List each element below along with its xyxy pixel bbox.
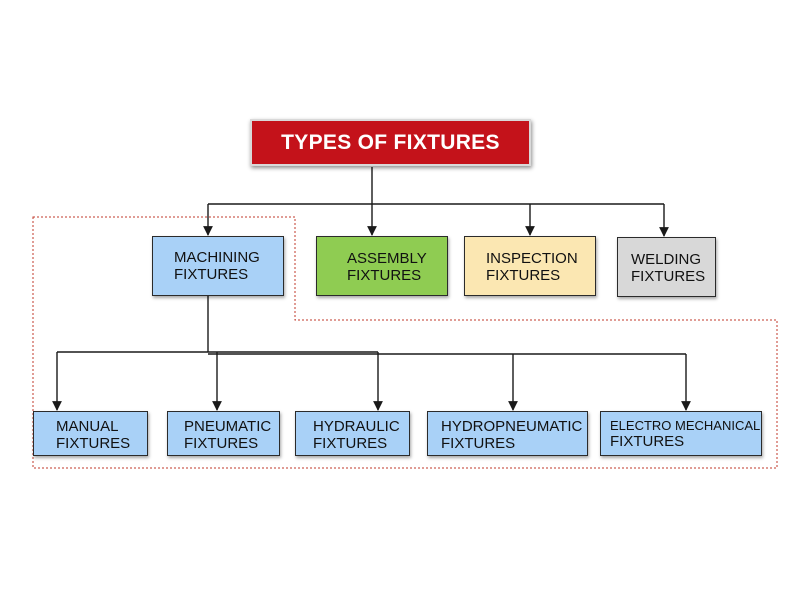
electro-mechanical-fixtures-box: ELECTRO MECHANICAL FIXTURES <box>600 411 762 456</box>
welding-fixtures-line2: FIXTURES <box>631 268 706 285</box>
hydropneumatic-fixtures-line1: HYDROPNEUMATIC <box>441 418 583 435</box>
inspection-fixtures-line1: INSPECTION <box>486 250 578 267</box>
electro-mechanical-fixtures-line2: FIXTURES <box>610 433 685 450</box>
pneumatic-fixtures-line1: PNEUMATIC <box>184 418 272 435</box>
manual-fixtures-line2: FIXTURES <box>56 435 131 452</box>
assembly-fixtures-line2: FIXTURES <box>347 267 422 284</box>
hydropneumatic-fixtures-box: HYDROPNEUMATIC FIXTURES <box>427 411 588 456</box>
hydropneumatic-fixtures-line2: FIXTURES <box>441 435 516 452</box>
hydraulic-fixtures-box: HYDRAULIC FIXTURES <box>295 411 410 456</box>
machining-group-outline <box>32 216 778 469</box>
inspection-fixtures-line2: FIXTURES <box>486 267 561 284</box>
electro-mechanical-fixtures-line1: ELECTRO MECHANICAL <box>610 418 761 433</box>
hydraulic-fixtures-line1: HYDRAULIC <box>313 418 400 435</box>
machining-fixtures-box: MACHINING FIXTURES <box>152 236 284 296</box>
welding-fixtures-line1: WELDING <box>631 251 702 268</box>
hydraulic-fixtures-line2: FIXTURES <box>313 435 388 452</box>
machining-fixtures-line1: MACHINING <box>174 249 260 266</box>
machining-fixtures-line2: FIXTURES <box>174 266 249 283</box>
diagram-title: TYPES OF FIXTURES <box>250 119 531 166</box>
pneumatic-fixtures-box: PNEUMATIC FIXTURES <box>167 411 280 456</box>
pneumatic-fixtures-line2: FIXTURES <box>184 435 259 452</box>
manual-fixtures-line1: MANUAL <box>56 418 119 435</box>
assembly-fixtures-line1: ASSEMBLY <box>347 250 427 267</box>
manual-fixtures-box: MANUAL FIXTURES <box>33 411 148 456</box>
assembly-fixtures-box: ASSEMBLY FIXTURES <box>316 236 448 296</box>
inspection-fixtures-box: INSPECTION FIXTURES <box>464 236 596 296</box>
welding-fixtures-box: WELDING FIXTURES <box>617 237 716 297</box>
